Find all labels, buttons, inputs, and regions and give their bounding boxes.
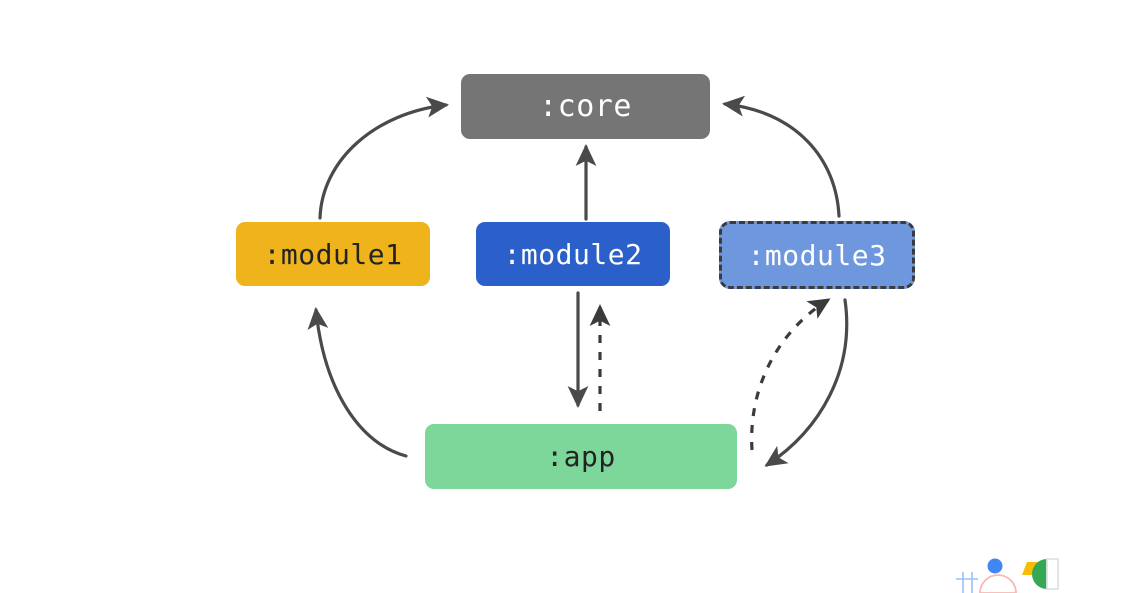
google-developers-logo (956, 558, 1059, 593)
node-module3[interactable]: :module3 (719, 221, 915, 289)
node-core-label: :core (539, 89, 632, 124)
edge-module3-to-core (722, 95, 841, 218)
node-app-label: :app (546, 440, 616, 473)
node-module1-label: :module1 (263, 237, 403, 271)
node-module2[interactable]: :module2 (476, 222, 670, 286)
edge-module3-to-app (764, 298, 849, 467)
node-module1[interactable]: :module1 (236, 222, 430, 286)
edge-module1-to-core (318, 96, 449, 220)
edge-app-to-module1 (307, 307, 408, 458)
node-module3-label: :module3 (747, 238, 887, 272)
node-app[interactable]: :app (425, 424, 737, 489)
node-module2-label: :module2 (503, 237, 643, 271)
edge-app-to-module3 (750, 298, 831, 451)
node-core[interactable]: :core (461, 74, 710, 139)
